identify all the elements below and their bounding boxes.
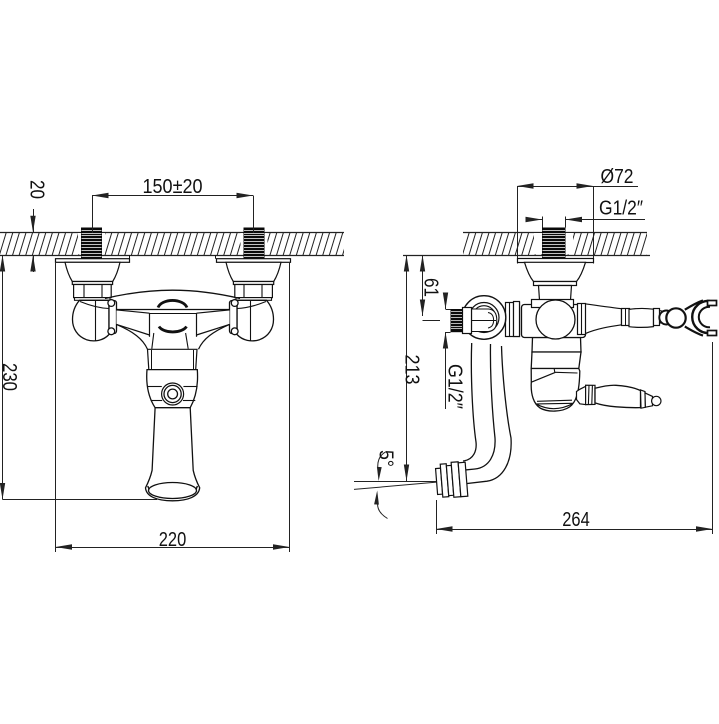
svg-text:G1/2″: G1/2″ [444,364,466,409]
svg-text:61: 61 [420,278,442,297]
svg-text:20: 20 [26,180,48,199]
svg-text:230: 230 [0,363,20,391]
svg-text:150±20: 150±20 [143,176,203,198]
svg-text:5°: 5° [375,450,397,467]
svg-text:Ø72: Ø72 [601,166,634,188]
svg-text:213: 213 [401,355,423,385]
svg-text:264: 264 [562,509,590,531]
svg-text:220: 220 [159,529,187,551]
svg-text:G1/2″: G1/2″ [599,198,643,220]
